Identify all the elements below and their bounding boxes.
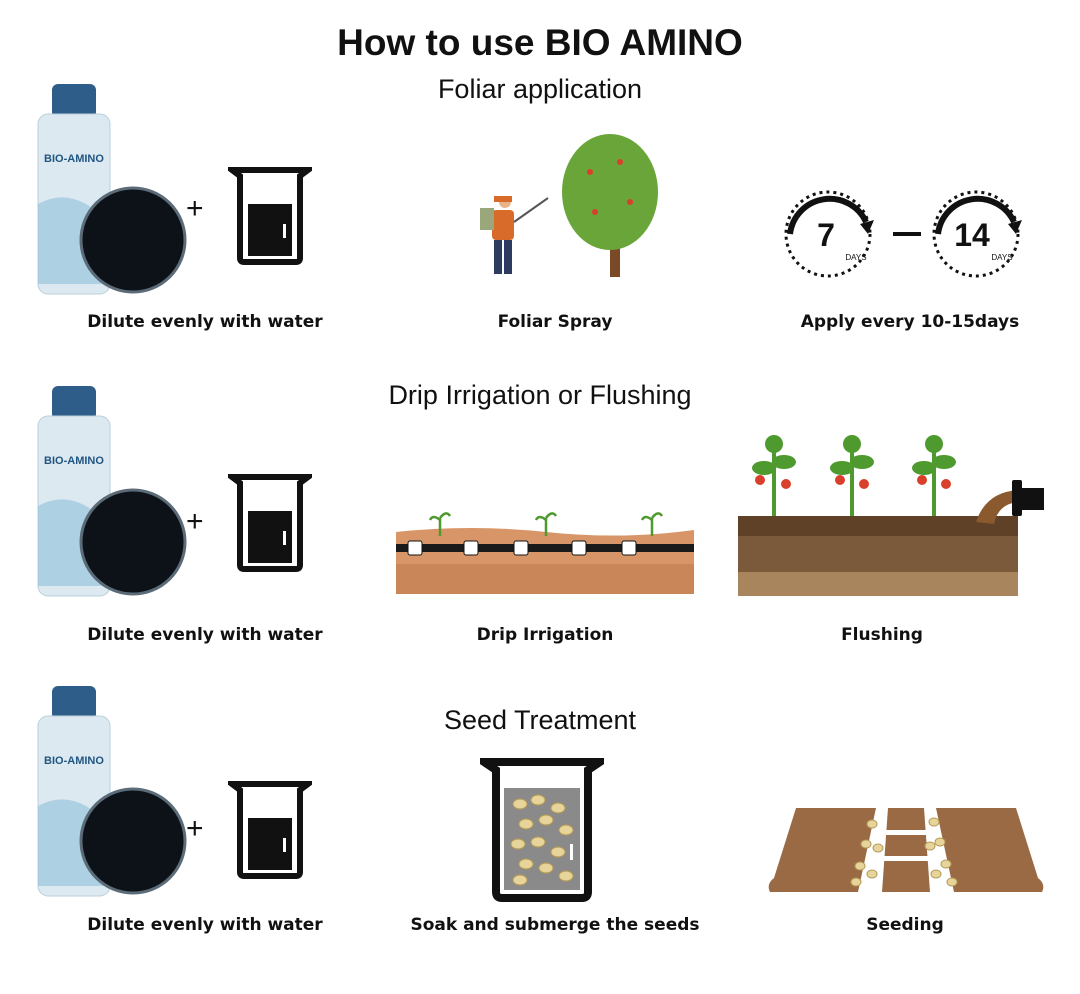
seeding-field-icon bbox=[768, 804, 1044, 896]
caption-dilute: Dilute evenly with water bbox=[87, 625, 323, 645]
timer-end-unit: DAYS bbox=[991, 253, 1012, 262]
caption-soak-seeds: Soak and submerge the seeds bbox=[410, 915, 700, 935]
flushing-icon bbox=[736, 432, 1048, 598]
timer-start-value: 7 bbox=[817, 217, 835, 253]
caption-dilute: Dilute evenly with water bbox=[87, 312, 323, 332]
bottle-label: BIO-AMINO bbox=[44, 755, 104, 767]
powder-dish bbox=[78, 487, 188, 597]
timer-start-icon: 7 DAYS bbox=[778, 182, 888, 282]
foliar-spray-icon bbox=[470, 132, 670, 282]
seed-soak-beaker-icon bbox=[480, 758, 604, 902]
plus-sign: + bbox=[186, 505, 204, 538]
caption-drip-irrigation: Drip Irrigation bbox=[476, 625, 614, 645]
section-heading-seed: Seed Treatment bbox=[443, 705, 637, 735]
timer-end-icon: 14 DAYS bbox=[926, 182, 1036, 282]
powder-dish bbox=[78, 185, 188, 295]
caption-apply-interval: Apply every 10-15days bbox=[800, 312, 1020, 332]
powder-dish bbox=[78, 786, 188, 896]
drip-irrigation-icon bbox=[396, 508, 694, 596]
plus-sign: + bbox=[186, 812, 204, 845]
water-beaker-icon bbox=[228, 473, 312, 573]
water-beaker-icon bbox=[228, 780, 312, 880]
page-title: How to use BIO AMINO bbox=[337, 22, 743, 63]
caption-seeding: Seeding bbox=[866, 915, 944, 935]
section-heading-foliar: Foliar application bbox=[437, 74, 643, 104]
range-dash bbox=[893, 232, 921, 236]
caption-foliar-spray: Foliar Spray bbox=[497, 312, 613, 332]
section-heading-drip: Drip Irrigation or Flushing bbox=[388, 380, 692, 410]
caption-flushing: Flushing bbox=[841, 625, 923, 645]
bottle-label: BIO-AMINO bbox=[44, 455, 104, 467]
bottle-label: BIO-AMINO bbox=[44, 153, 104, 165]
timer-end-value: 14 bbox=[954, 217, 990, 253]
plus-sign: + bbox=[186, 192, 204, 225]
caption-dilute: Dilute evenly with water bbox=[87, 915, 323, 935]
water-beaker-icon bbox=[228, 166, 312, 266]
timer-start-unit: DAYS bbox=[845, 253, 866, 262]
